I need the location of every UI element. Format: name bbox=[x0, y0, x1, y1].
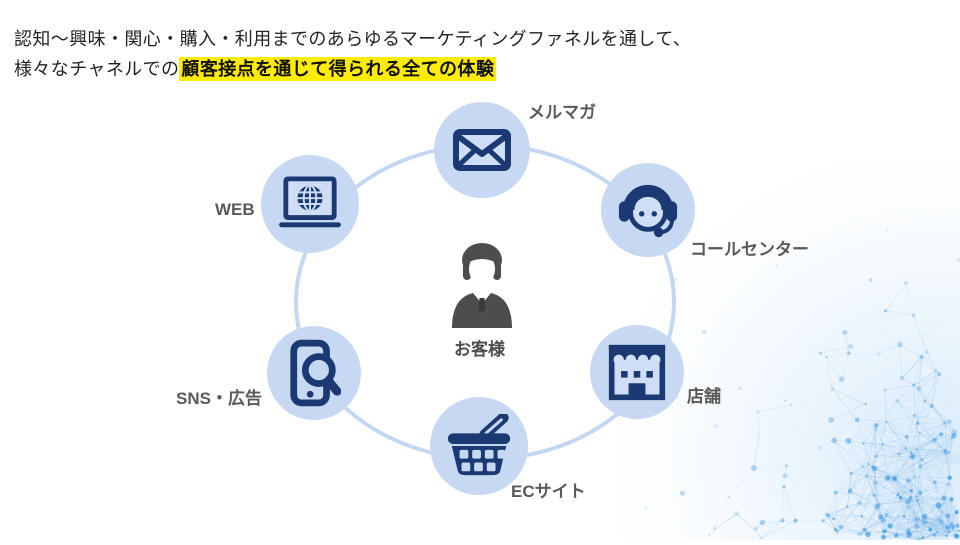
customer-person-icon bbox=[444, 236, 520, 330]
label-mailmag: メルマガ bbox=[528, 98, 596, 123]
label-web: WEB bbox=[215, 200, 255, 220]
header-line2: 様々なチャネルでの顧客接点を通じて得られる全ての体験 bbox=[14, 54, 691, 84]
node-sns bbox=[267, 326, 361, 420]
center-customer-label: お客様 bbox=[454, 335, 505, 360]
label-callcenter: コールセンター bbox=[690, 235, 809, 260]
header-highlighted-text: 顧客接点を通じて得られる全ての体験 bbox=[179, 57, 496, 81]
label-ec: ECサイト bbox=[511, 477, 586, 502]
smartphone-search-icon bbox=[287, 338, 341, 408]
storefront-icon bbox=[607, 342, 667, 402]
shopping-basket-icon bbox=[444, 414, 514, 478]
envelope-icon bbox=[452, 128, 512, 172]
label-sns: SNS・広告 bbox=[176, 384, 262, 409]
center-customer bbox=[444, 236, 520, 335]
label-store: 店舗 bbox=[687, 382, 721, 407]
laptop-globe-icon bbox=[273, 175, 347, 233]
node-callcenter bbox=[601, 163, 695, 257]
node-store bbox=[590, 325, 684, 419]
headset-operator-icon bbox=[617, 179, 679, 241]
header-line2-prefix: 様々なチャネルでの bbox=[14, 59, 179, 79]
slide-header: 認知〜興味・関心・購入・利用までのあらゆるマーケティングファネルを通して、 様々… bbox=[14, 24, 691, 84]
node-web bbox=[261, 155, 359, 253]
header-line1: 認知〜興味・関心・購入・利用までのあらゆるマーケティングファネルを通して、 bbox=[14, 24, 691, 54]
node-mailmag bbox=[434, 102, 530, 198]
